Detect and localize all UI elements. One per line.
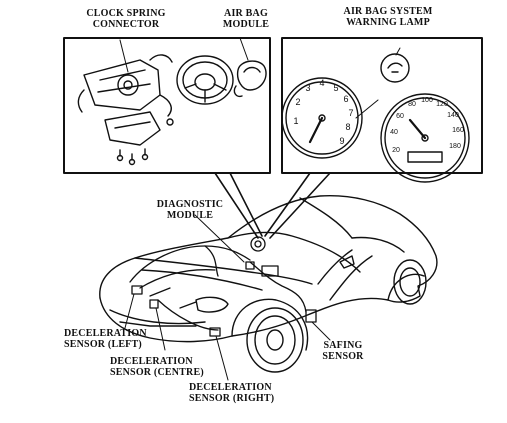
tach-tick: 3 bbox=[305, 83, 310, 93]
speedometer-numbers: 20 40 60 80 100 120 140 160 180 bbox=[390, 97, 464, 154]
label-line: DECELERATION bbox=[189, 382, 272, 393]
label-line: CONNECTOR bbox=[92, 19, 160, 30]
instrument-inset-panel bbox=[281, 37, 483, 183]
label-clock-spring-connector: CLOCK SPRING CONNECTOR bbox=[86, 8, 166, 30]
steering-inset-panel bbox=[63, 37, 271, 174]
callout-lines bbox=[214, 172, 331, 239]
label-deceleration-sensor-right: DECELERATION SENSOR (RIGHT) bbox=[189, 382, 289, 404]
label-line: MODULE bbox=[222, 19, 270, 30]
speed-tick: 140 bbox=[447, 112, 459, 119]
label-line: DECELERATION bbox=[64, 328, 147, 339]
label-line: AIR BAG bbox=[224, 8, 268, 19]
speed-tick: 100 bbox=[421, 97, 433, 104]
label-line: WARNING LAMP bbox=[346, 17, 430, 28]
speed-tick: 120 bbox=[436, 101, 448, 108]
wiring-harness bbox=[129, 236, 317, 337]
tach-tick: 1 bbox=[293, 116, 298, 126]
label-line: CLOCK SPRING bbox=[86, 8, 166, 19]
label-line: DIAGNOSTIC bbox=[156, 199, 224, 210]
label-air-bag-warning-lamp: AIR BAG SYSTEM WARNING LAMP bbox=[338, 6, 438, 28]
label-diagnostic-module: DIAGNOSTIC MODULE bbox=[155, 199, 225, 221]
label-line: SAFING bbox=[323, 340, 363, 351]
tach-tick: 5 bbox=[333, 83, 338, 93]
label-line: DECELERATION bbox=[110, 356, 193, 367]
label-line: SENSOR bbox=[322, 351, 364, 362]
tachometer-numbers: 1 2 3 4 5 6 7 8 9 bbox=[293, 78, 353, 146]
label-air-bag-module: AIR BAG MODULE bbox=[218, 8, 274, 30]
label-line: MODULE bbox=[166, 210, 214, 221]
speed-tick: 80 bbox=[408, 101, 416, 108]
label-deceleration-sensor-centre: DECELERATION SENSOR (CENTRE) bbox=[110, 356, 210, 378]
tach-tick: 8 bbox=[345, 122, 350, 132]
label-line: SENSOR (RIGHT) bbox=[189, 393, 275, 404]
tach-tick: 7 bbox=[348, 108, 353, 118]
speed-tick: 40 bbox=[390, 129, 398, 136]
speed-tick: 60 bbox=[396, 113, 404, 120]
label-leader-lines bbox=[124, 214, 331, 381]
label-line: SENSOR (LEFT) bbox=[64, 339, 142, 350]
speed-tick: 160 bbox=[452, 127, 464, 134]
label-line: AIR BAG SYSTEM bbox=[343, 6, 433, 17]
label-line: SENSOR (CENTRE) bbox=[110, 367, 204, 378]
tach-tick: 6 bbox=[343, 94, 348, 104]
label-deceleration-sensor-left: DECELERATION SENSOR (LEFT) bbox=[64, 328, 150, 350]
tach-tick: 2 bbox=[295, 97, 300, 107]
label-safing-sensor: SAFING SENSOR bbox=[318, 340, 368, 362]
speed-tick: 180 bbox=[449, 143, 461, 150]
speed-tick: 20 bbox=[392, 147, 400, 154]
tach-tick: 4 bbox=[319, 78, 324, 88]
car-body bbox=[99, 194, 438, 373]
tach-tick: 9 bbox=[339, 136, 344, 146]
